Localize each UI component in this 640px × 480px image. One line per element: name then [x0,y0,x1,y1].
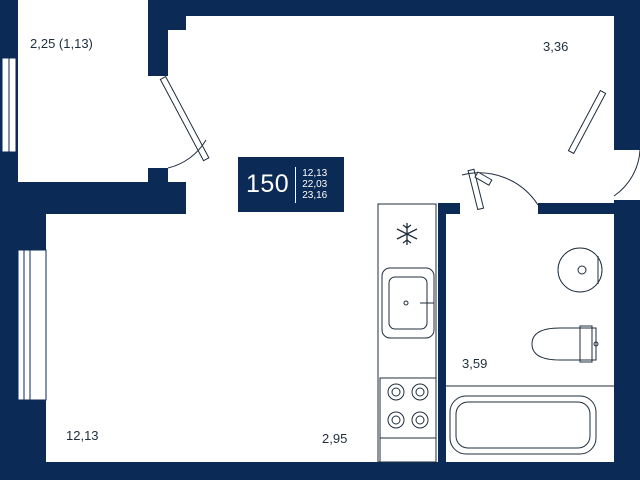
bathtub [449,395,597,455]
apartment-badge: 150 12,13 22,03 23,16 [238,157,344,212]
bottom-wall [0,462,640,480]
bathroom-fixtures [446,247,614,455]
area-total: 23,16 [302,190,328,201]
bathroom-left-wall [438,203,446,462]
room-labels: 2,25 (1,13) 3,36 12,13 2,95 3,59 [30,36,568,446]
burner [387,383,405,401]
bathroom-top-wall-right [538,203,614,214]
badge-divider [295,166,297,203]
apartment-areas: 12,13 22,03 23,16 [302,168,327,201]
kitchen-area: 2,95 [322,431,347,446]
toilet [531,327,597,361]
bathroom-door [461,168,539,211]
balcony-area: 2,25 (1,13) [30,36,93,51]
windows [1,57,47,401]
burner [411,411,429,429]
living-area: 12,13 [66,428,99,443]
balcony-wall-right [148,0,186,76]
right-wall-upper [614,0,640,150]
balcony-bottom-wall [0,182,186,226]
burner [411,383,429,401]
doors [159,75,640,211]
entrance-door [567,89,640,197]
area-living: 12,13 [302,168,328,179]
top-wall [148,0,640,30]
area-useful: 22,03 [302,179,328,190]
hall-area: 3,36 [543,39,568,54]
stove [379,377,437,463]
freezer-icon [396,223,418,245]
burner [387,411,405,429]
living-window [17,249,47,401]
balcony-door [159,75,210,169]
right-wall-lower [614,200,640,480]
apartment-number: 150 [246,170,290,198]
washbasin [557,247,603,293]
bathroom-area: 3,59 [462,356,487,371]
kitchen-fixtures [377,203,437,463]
